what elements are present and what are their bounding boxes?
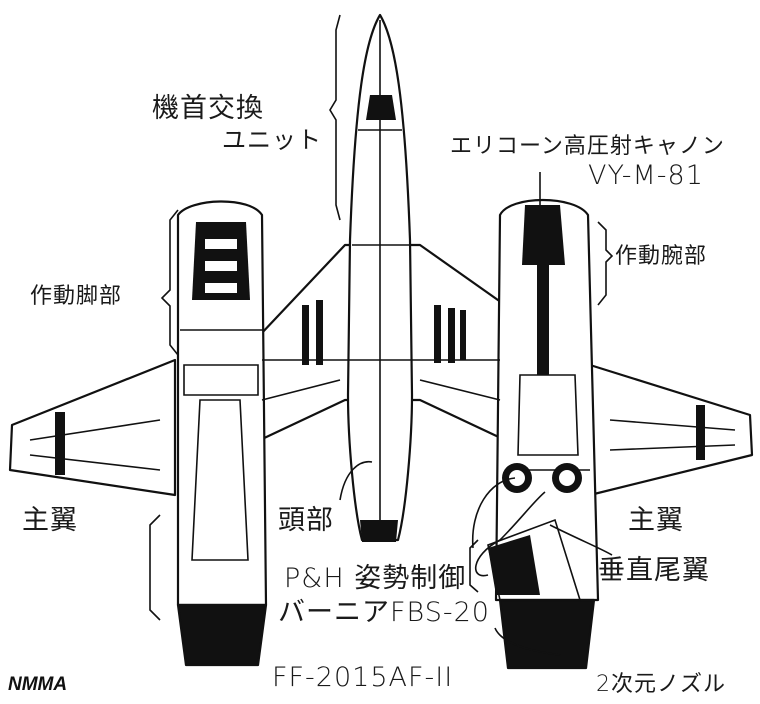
head-leader	[339, 461, 373, 501]
left-wing-bracket	[149, 514, 161, 621]
label-wing-left: 主翼	[22, 505, 78, 536]
leg-bracket	[160, 209, 179, 356]
vernier-arrow	[471, 477, 516, 549]
right-leg-pod	[494, 199, 600, 602]
left-leg-pod	[176, 200, 268, 607]
vernier-leader	[474, 491, 546, 577]
label-vernier-line2: バーニアFBS-20	[278, 597, 490, 628]
nose-bracket	[329, 14, 341, 221]
label-tail: 垂直尾翼	[598, 555, 710, 586]
label-nose-swap-line1: 機首交換	[152, 93, 264, 124]
label-nozzle: 2次元ノズル	[596, 672, 726, 697]
main-wing-left	[8, 358, 177, 497]
vernier-bracket	[469, 539, 479, 593]
label-arm: 作動腕部	[615, 244, 708, 269]
label-nose-swap-line2: ユニット	[222, 126, 322, 154]
nozzle-leader	[494, 627, 561, 656]
tail-leader	[549, 524, 613, 556]
label-engine: FF-2015AF-II	[272, 662, 454, 693]
label-cannon-line2: VY-M-81	[588, 160, 704, 191]
label-cannon-line1: エリコーン高圧射キャノン	[450, 134, 725, 159]
label-vernier-line1: P&H 姿勢制御	[284, 563, 467, 594]
label-wing-right: 主翼	[628, 505, 684, 536]
right-nozzle	[498, 598, 596, 670]
label-leg: 作動脚部	[30, 284, 123, 309]
left-nozzle	[176, 603, 268, 667]
credit-text: NMMA	[8, 674, 68, 695]
label-head: 頭部	[278, 505, 334, 536]
arm-bracket	[597, 221, 614, 306]
